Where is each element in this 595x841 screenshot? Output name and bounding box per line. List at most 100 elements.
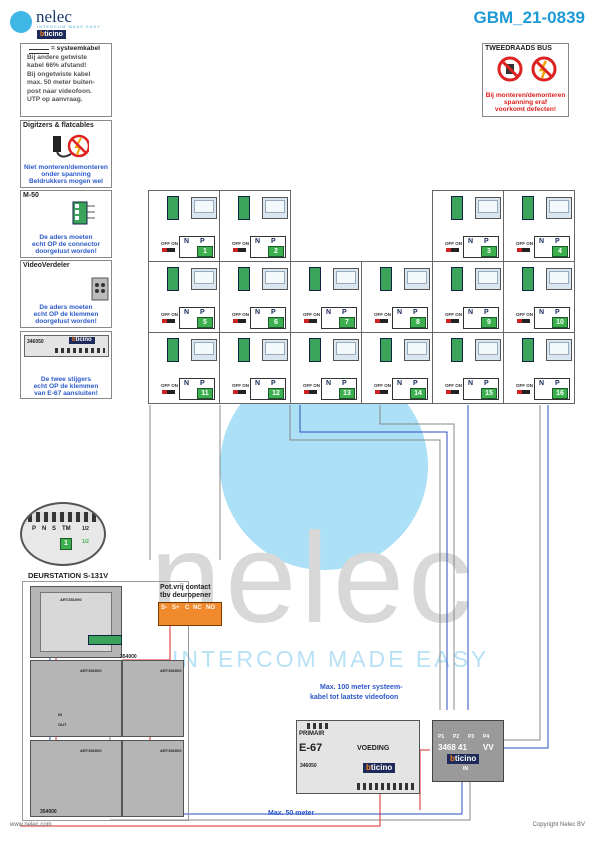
videophone-monitor — [475, 339, 501, 361]
door-station-title: DEURSTATION S-131V — [28, 571, 109, 580]
videophone-monitor — [404, 339, 430, 361]
power-supply-ac-terminals — [307, 723, 331, 729]
unit-number-badge: 1 — [197, 246, 213, 257]
videophone-monitor — [191, 197, 217, 219]
m50-connector — [238, 196, 250, 220]
unit-number-badge: 8 — [410, 317, 426, 328]
riser-wire — [379, 405, 455, 710]
relay-contact-block — [158, 602, 222, 626]
off-on-switch — [233, 390, 246, 394]
off-on-label: OFF ON — [445, 383, 462, 388]
off-on-label: OFF ON — [516, 241, 533, 246]
digitizers-note-line: Beldrukkers mogen wel — [28, 178, 104, 185]
p-label: P — [413, 380, 418, 387]
off-on-label: OFF ON — [161, 383, 178, 388]
n-label: N — [397, 380, 403, 387]
distributor-model: 3468 41 — [438, 743, 467, 752]
cable-note-line: Bij ongetwiste kabel — [27, 71, 91, 78]
module-terminals — [55, 348, 105, 353]
contact-terminal: S+ — [172, 605, 180, 611]
unit-number-badge: 3 — [481, 246, 497, 257]
bus-warning-line: Bij monteren/demonteren — [485, 92, 566, 99]
module-bticino-logo: bticino — [69, 337, 95, 344]
module-note-box: 346050 bticino De twee stijgers echt OP … — [20, 331, 112, 399]
power-wire — [20, 790, 381, 827]
keypad-number-badge: 1 — [60, 538, 72, 550]
door-camera-terminal — [88, 635, 122, 645]
distributor-vv: VV — [483, 743, 494, 752]
art-code: ART352000 — [160, 748, 182, 753]
bticino-logo: bticino — [37, 30, 66, 39]
footer-copyright: Copyright Nelec BV — [532, 822, 585, 828]
keypad-detail-num: 1/2 — [82, 539, 89, 545]
push-button-module — [122, 660, 184, 737]
m50-connector — [309, 338, 321, 362]
p-label: P — [484, 380, 489, 387]
bus-warning-line: spanning eraf — [503, 99, 548, 106]
keypad-detail-num: 1/2 — [82, 526, 89, 532]
p-label: P — [555, 238, 560, 245]
contact-terminal: NC — [193, 605, 202, 611]
n-label: N — [539, 238, 545, 245]
keypad-detail: P N S TM 1/2 1 1/2 — [20, 502, 106, 566]
n-label: N — [539, 380, 545, 387]
contact-terminal: NO — [206, 605, 215, 611]
n-label: N — [468, 238, 474, 245]
unit-number-badge: 10 — [552, 317, 568, 328]
n-label: N — [255, 238, 261, 245]
power-wire — [419, 749, 430, 810]
p-label: P — [200, 309, 205, 316]
keypad-label: N — [42, 526, 47, 532]
m50-connector — [522, 196, 534, 220]
unit-number-badge: 15 — [481, 388, 497, 399]
off-on-label: OFF ON — [303, 383, 320, 388]
power-supply-label: VOEDING — [357, 745, 390, 752]
in-label: IN — [58, 712, 62, 717]
bus-warning-title: TWEEDRAADS BUS — [485, 45, 552, 52]
p-label: P — [271, 380, 276, 387]
keypad-detail-terminals — [28, 512, 98, 522]
n-label: N — [255, 309, 261, 316]
cable-note-line: kabel 66% afstand! — [27, 62, 87, 69]
m50-connector — [451, 196, 463, 220]
module-code: 346050 — [27, 339, 44, 345]
cable-note-line: post naar videofoon. — [27, 88, 92, 95]
videoverdeler-note-line: De aders moeten — [39, 304, 93, 311]
off-on-switch — [446, 390, 459, 394]
unit-number-badge: 7 — [339, 317, 355, 328]
no-plug-icon — [497, 56, 523, 82]
m50-connector — [380, 267, 392, 291]
off-on-switch — [162, 319, 175, 323]
off-on-switch — [517, 390, 530, 394]
power-wire — [110, 770, 463, 815]
push-button-module — [30, 740, 122, 817]
power-supply-bticino-logo: bticino — [363, 763, 396, 773]
off-on-label: OFF ON — [232, 383, 249, 388]
videoverdeler-note-line: doorgelust worden! — [35, 318, 97, 325]
off-on-label: OFF ON — [161, 312, 178, 317]
unit-number-badge: 4 — [552, 246, 568, 257]
riser-wire — [500, 405, 541, 741]
distributor-bticino-logo: bticino — [447, 754, 480, 764]
keypad-label: TM — [62, 526, 71, 532]
power-supply-e67: PRIMAIR E-67 VOEDING 346050 bticino — [296, 720, 420, 794]
connector-icon — [72, 201, 95, 225]
unit-number-badge: 12 — [268, 388, 284, 399]
videophone-monitor — [262, 268, 288, 290]
cable-line-symbol — [29, 49, 49, 54]
art-code: ART352000 — [160, 668, 182, 673]
m50-connector — [167, 196, 179, 220]
code-354000: 354000 — [120, 654, 137, 660]
m50-connector — [451, 267, 463, 291]
bus-warning-box: TWEEDRAADS BUS Bij monteren/demonteren s… — [482, 43, 569, 117]
cable-note-box: = systeemkabel Bij andere getwiste kabel… — [20, 43, 112, 117]
videophone-monitor — [191, 268, 217, 290]
off-on-label: OFF ON — [516, 312, 533, 317]
n-label: N — [184, 380, 190, 387]
m50-note-box: M-50 De aders moeten echt OP de connecto… — [20, 190, 112, 258]
off-on-label: OFF ON — [445, 241, 462, 246]
unit-number-badge: 5 — [197, 317, 213, 328]
unit-number-badge: 6 — [268, 317, 284, 328]
